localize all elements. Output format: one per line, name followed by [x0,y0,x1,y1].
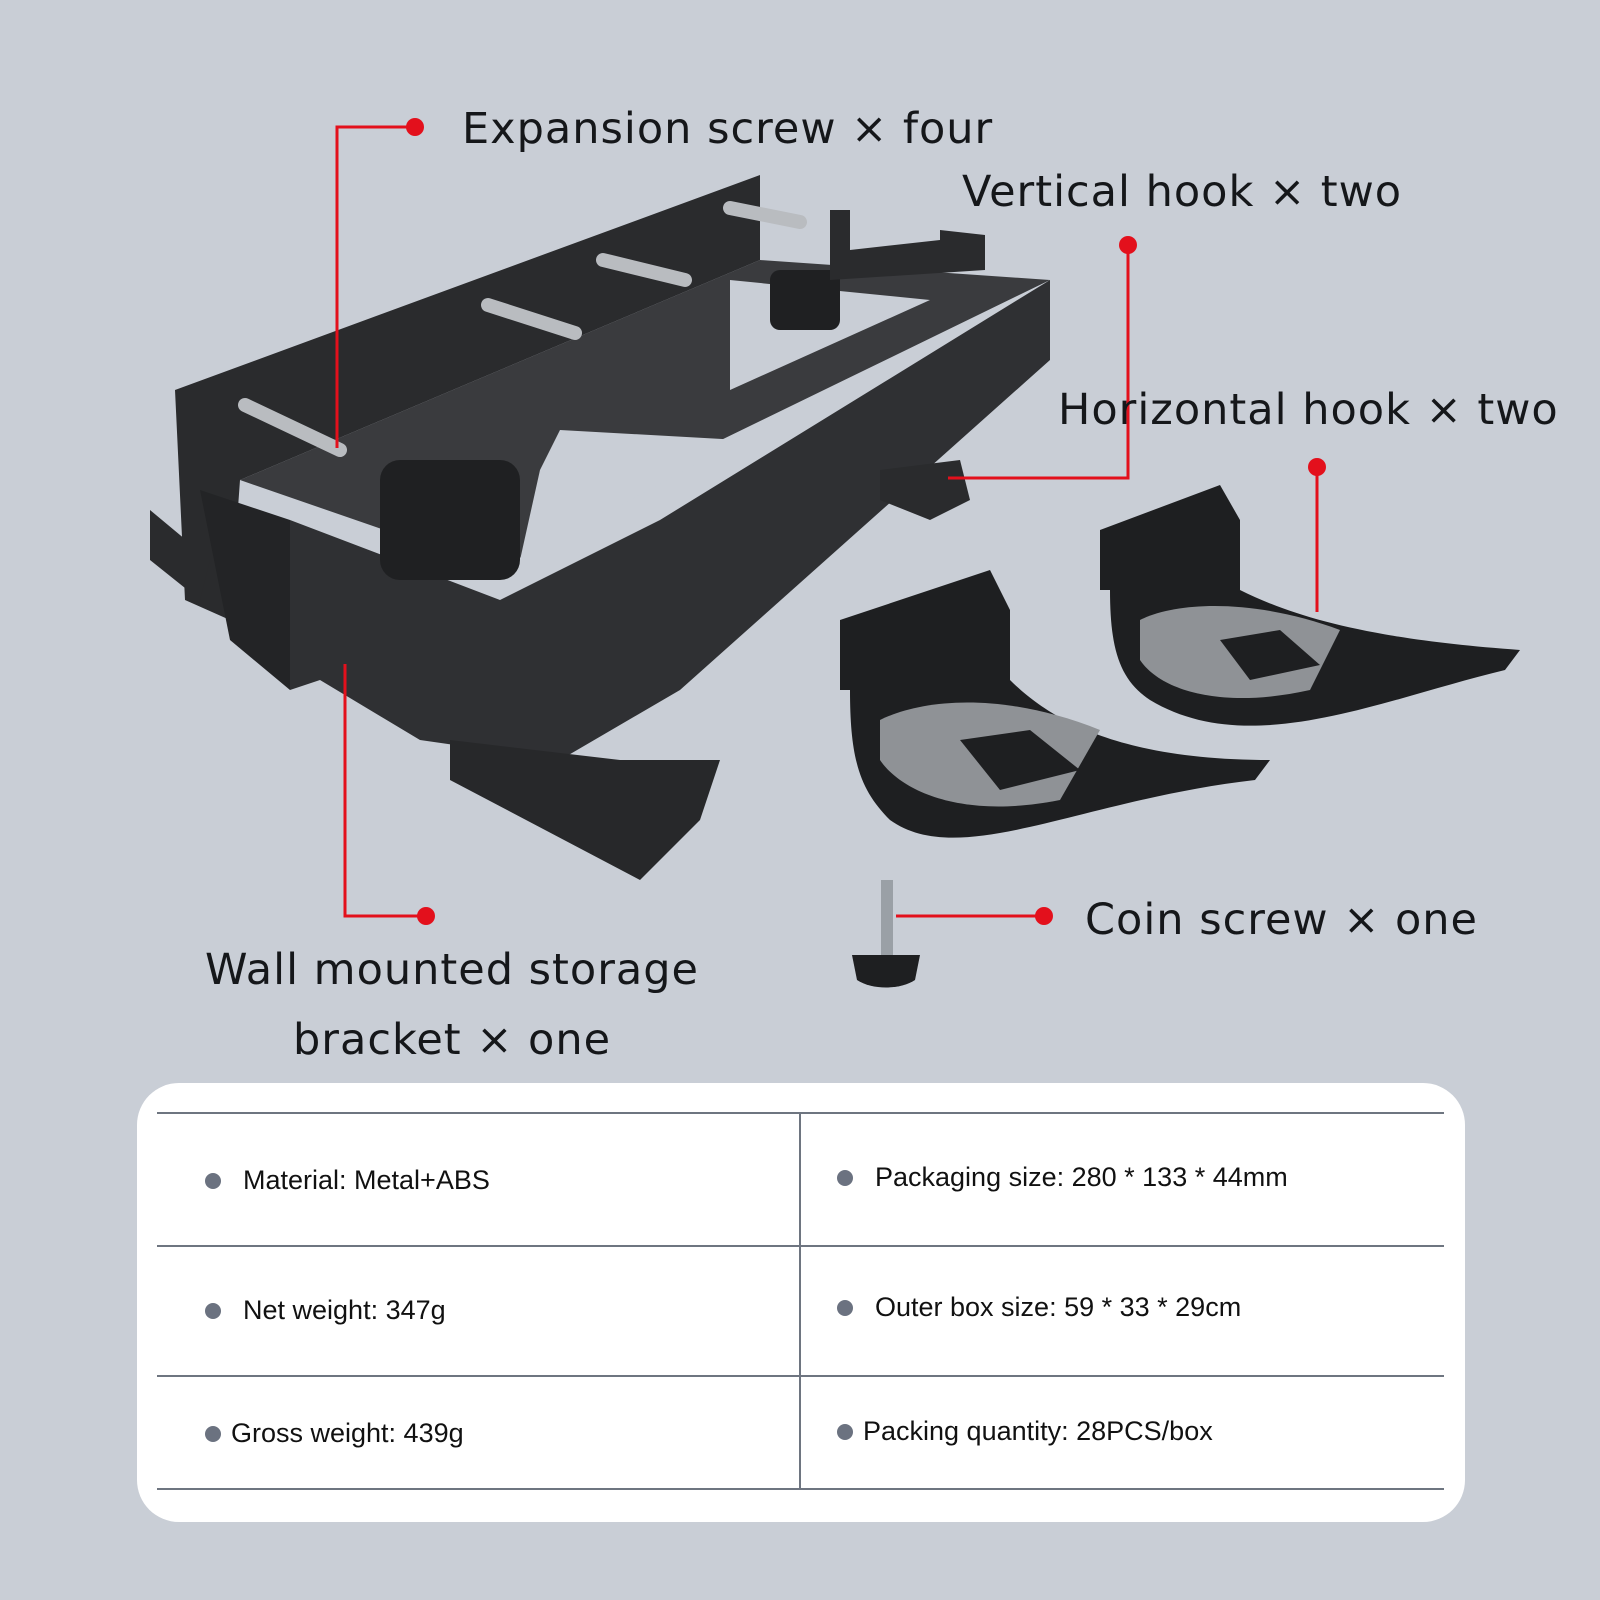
specs-table: Material: Metal+ABS Packaging size: 280 … [137,1083,1465,1522]
spec-net-weight: Net weight: 347g [205,1295,446,1326]
label-bracket-line2: bracket × one [293,1015,612,1065]
spec-text: Outer box size: 59 * 33 * 29cm [875,1292,1242,1322]
spec-text: Material: Metal+ABS [243,1165,490,1195]
spec-packing-quantity: Packing quantity: 28PCS/box [837,1416,1213,1447]
label-coin-screw: Coin screw × one [1085,895,1478,945]
spec-text: Net weight: 347g [243,1295,446,1325]
divider [157,1488,1444,1490]
label-vertical-hook: Vertical hook × two [962,167,1403,217]
bullet-icon [205,1425,221,1442]
spec-material: Material: Metal+ABS [205,1165,490,1196]
label-expansion-screw: Expansion screw × four [462,104,994,154]
spec-outer-box-size: Outer box size: 59 * 33 * 29cm [837,1292,1241,1323]
spec-text: Packaging size: 280 * 133 * 44mm [875,1162,1288,1192]
wall-bracket [150,175,1050,880]
bullet-icon [837,1169,853,1186]
callout-lines [335,125,1319,918]
label-bracket-line1: Wall mounted storage [205,945,700,995]
horizontal-hook [1100,485,1520,726]
divider [799,1112,801,1488]
spec-text: Packing quantity: 28PCS/box [863,1416,1213,1446]
spec-gross-weight: Gross weight: 439g [205,1418,464,1449]
bullet-icon [837,1299,853,1316]
callout-dots [406,118,1326,925]
expansion-screws [238,201,807,457]
product-illustration [150,118,1520,988]
coin-screw [852,880,920,988]
label-horizontal-hook: Horizontal hook × two [1058,385,1559,435]
bullet-icon [837,1423,853,1440]
spec-packaging-size: Packaging size: 280 * 133 * 44mm [837,1162,1288,1193]
horizontal-hook [840,570,1270,838]
bullet-icon [205,1302,221,1319]
spec-text: Gross weight: 439g [231,1418,464,1448]
bullet-icon [205,1172,221,1189]
